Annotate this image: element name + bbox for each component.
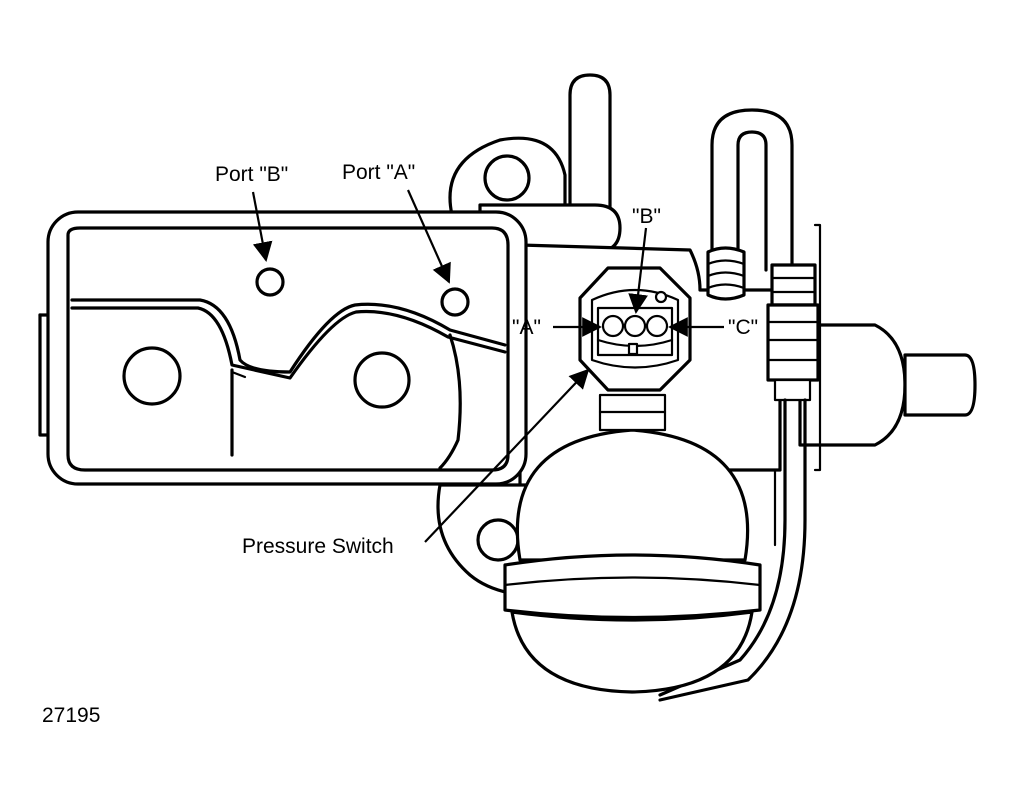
terminal-b-label: "B" <box>632 205 661 228</box>
pressure-switch-label: Pressure Switch <box>242 535 394 558</box>
upper-tube <box>568 73 612 217</box>
pressure-switch-arrow <box>424 368 590 543</box>
terminal-c-label: "C" <box>728 316 758 339</box>
terminal-a-label: "A" <box>512 316 541 339</box>
reservoir-lower-front <box>438 333 462 470</box>
port-b-label: Port "B" <box>215 163 288 186</box>
pressure-switch <box>578 266 692 392</box>
terminal-b-arrow <box>628 227 648 314</box>
mounting-ear-upper <box>448 136 567 217</box>
reservoir-cap-left <box>122 346 182 406</box>
port-a-arrow <box>406 189 451 284</box>
port-b-arrow <box>251 191 273 262</box>
accumulator-sphere <box>503 393 762 694</box>
port-b-hole <box>255 267 285 297</box>
port-a-hole <box>440 287 470 317</box>
reservoir-cap-right <box>353 351 411 409</box>
port-a-label: Port "A" <box>342 161 415 184</box>
brake-line-u <box>658 108 820 702</box>
reservoir-housing <box>38 210 528 486</box>
figure-number: 27195 <box>42 704 100 727</box>
